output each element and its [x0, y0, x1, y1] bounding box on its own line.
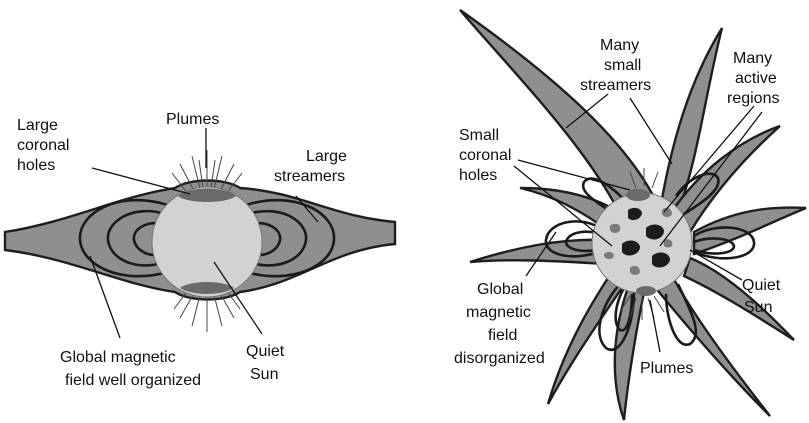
left-label-magnetic-field: Global magnetic field well organized — [60, 349, 201, 389]
right-label-streamers: Many small streamers — [580, 37, 651, 94]
right-sun-disk — [592, 193, 692, 293]
left-label-plumes: Plumes — [166, 111, 219, 128]
right-panel-solar-maximum: Many small streamers Many active regions… — [454, 10, 806, 420]
left-sun-disk — [152, 187, 262, 297]
right-coronal-hole-south — [636, 286, 656, 296]
right-label-coronal-holes: Small coronal holes — [459, 127, 516, 184]
right-coronal-hole-north — [626, 189, 650, 201]
right-label-active-regions: Many active regions — [727, 50, 781, 107]
left-label-streamers: Large streamers — [274, 148, 351, 185]
left-panel-solar-minimum: Plumes Large coronal holes Large streame… — [5, 111, 395, 389]
right-label-plumes: Plumes — [640, 360, 693, 377]
left-label-quiet-sun: Quiet Sun — [246, 343, 289, 383]
right-label-magnetic-field: Global magnetic field disorganized — [454, 281, 545, 367]
left-label-coronal-holes: Large coronal holes — [17, 117, 74, 174]
